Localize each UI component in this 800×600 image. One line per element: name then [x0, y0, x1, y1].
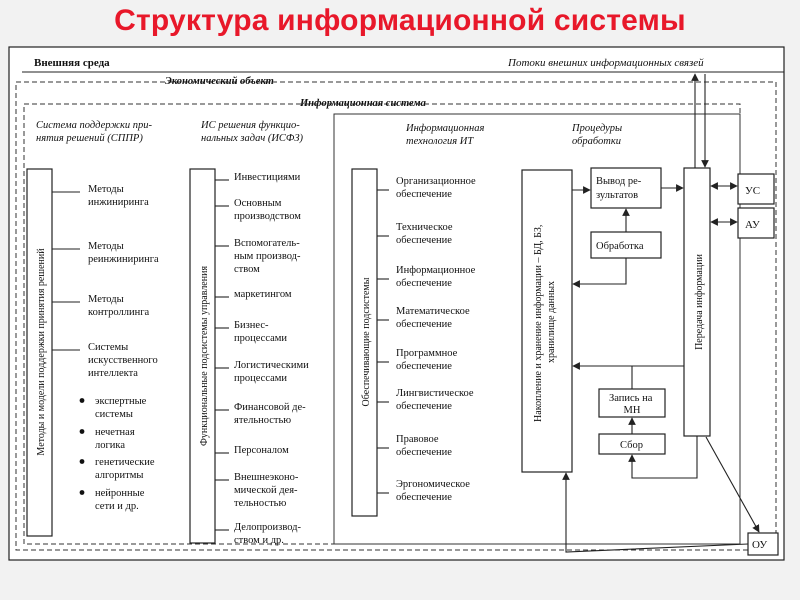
ou-label: ОУ: [752, 539, 767, 551]
us-label: УС: [745, 185, 760, 197]
sppr-header: Система поддержки при- нятия решений (СП…: [36, 120, 155, 144]
slide-title: Структура информационной системы: [114, 4, 686, 37]
sppr-vertical-label: Методы и модели поддержки принятия решен…: [36, 248, 47, 456]
output-results-box: [590, 167, 662, 209]
information-system-label: Информационная система: [299, 98, 426, 109]
transfer-label: Передача информации: [694, 253, 705, 349]
isfz-subsystem-text: Вспомогатель-ным производ-ством: [234, 238, 301, 275]
recording-label: Запись на МН: [609, 393, 655, 416]
economic-object-frame: [15, 81, 777, 551]
output-results-label: Вывод ре- зультатов: [596, 176, 644, 201]
isfz-subsystem-item: маркетингом: [215, 289, 292, 300]
isfz-subsystem-item: Делопроизвод-ством и др.: [215, 522, 302, 546]
external-environment-frame: [8, 46, 785, 561]
it-header: Информационная технология ИТ: [405, 123, 487, 147]
storage-label: Накопление и хранение информации – БД, Б…: [533, 222, 557, 422]
storage-box: [521, 169, 573, 473]
procedures-header: Процедуры обработки: [571, 123, 625, 147]
isfz-subsystem-text: Внешнеэконо-мической дея-тельностью: [234, 472, 299, 509]
sppr-vertical-box: [26, 168, 53, 537]
isfz-subsystem-text: Инвестициями: [234, 172, 301, 183]
recording-box: [598, 388, 666, 418]
it-frame: [333, 113, 741, 545]
isfz-vertical-box: [189, 168, 216, 544]
flow-arrows: [562, 73, 760, 553]
isfz-subsystem-item: Инвестициями: [215, 172, 301, 183]
isfz-subsystem-item: Персоналом: [215, 445, 289, 456]
isfz-subsystem-text: Персоналом: [234, 445, 289, 456]
au-label: АУ: [745, 219, 760, 231]
processing-label: Обработка: [596, 241, 644, 252]
isfz-header: ИС решения функцио- нальных задач (ИСФЗ): [200, 120, 304, 144]
collection-label: Сбор: [620, 440, 643, 451]
isfz-subsystem-text: маркетингом: [234, 289, 292, 300]
external-flows-label: Потоки внешних информационных связей: [507, 57, 704, 69]
isfz-subsystem-item: Финансовой де-ятельностью: [215, 402, 306, 426]
isfz-subsystem-text: Бизнес-процессами: [234, 320, 287, 344]
isfz-subsystem-item: Бизнес-процессами: [215, 320, 287, 344]
bullet-icon: [79, 490, 85, 495]
isfz-vertical-label: Функциональные подсистемы управления: [199, 266, 210, 446]
it-vertical-label: Обеспечивающие подсистемы: [361, 277, 372, 406]
it-vertical-box: [351, 168, 378, 517]
isfz-subsystem-text: Финансовой де-ятельностью: [234, 402, 306, 426]
processing-box: [590, 231, 662, 259]
external-env-label: Внешняя среда: [34, 57, 110, 69]
us-box: [737, 173, 775, 205]
isfz-subsystem-text: Делопроизвод-ством и др.: [234, 522, 302, 546]
bullet-icon: [79, 459, 85, 464]
bullet-icon: [79, 429, 85, 434]
au-box: [737, 207, 775, 239]
isfz-subsystem-item: Вспомогатель-ным производ-ством: [215, 238, 301, 275]
isfz-subsystem-item: Внешнеэконо-мической дея-тельностью: [215, 472, 299, 509]
bullet-icon: [79, 398, 85, 403]
economic-object-label: Экономический объект: [165, 76, 274, 87]
